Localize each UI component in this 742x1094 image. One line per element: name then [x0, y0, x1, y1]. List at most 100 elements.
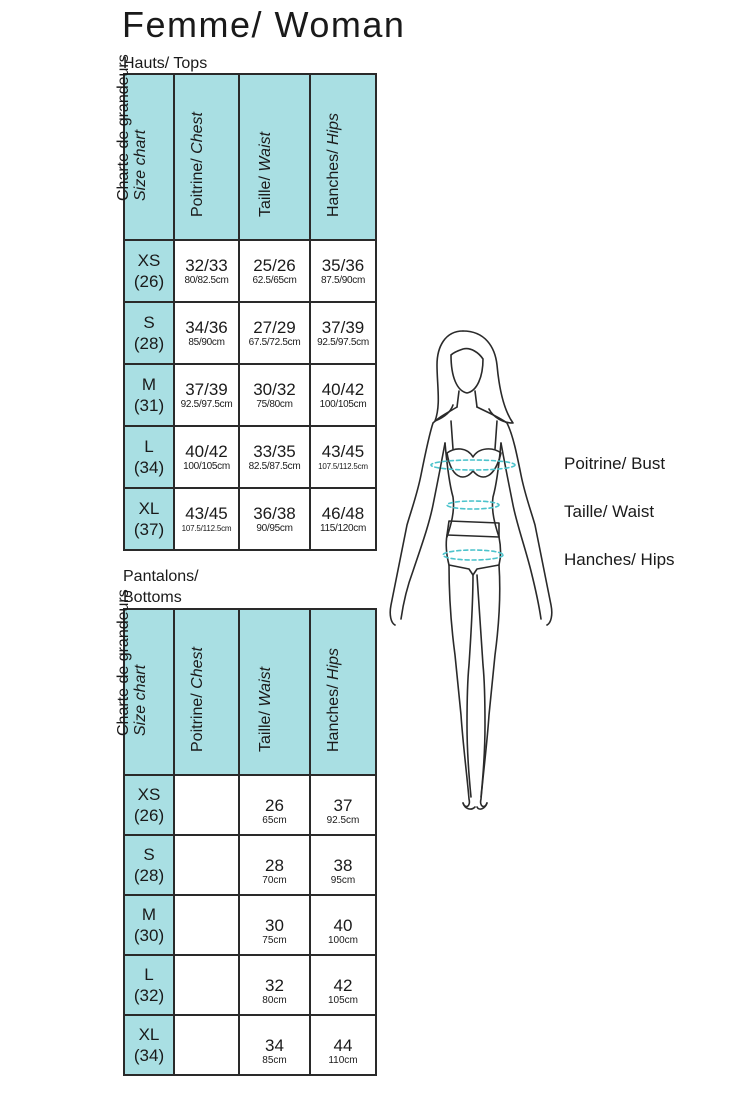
size-number: (28): [133, 866, 165, 885]
tops-header-hips-en: Hips: [325, 112, 342, 145]
chest-empty-cell: [173, 774, 240, 836]
hips-callout: Hanches/ Hips: [564, 550, 675, 569]
size-label: XS: [137, 785, 161, 804]
right-leg-outer: [479, 564, 501, 808]
chest-inches: 32/33: [185, 255, 228, 275]
waist-cm: 65cm: [262, 814, 287, 826]
size-label: M: [141, 375, 157, 394]
chest-inches: 37/39: [185, 379, 228, 399]
waist-measure-line: [446, 500, 500, 510]
hips-inches: 40: [333, 915, 353, 935]
waist-inches: 32: [265, 975, 284, 995]
bottoms-header-chest-fr: Poitrine/: [188, 688, 206, 752]
hips-inches: 38: [333, 855, 353, 875]
tops-header-waist: Taille/ Waist: [238, 73, 311, 241]
tops-header-chest-en: Chest: [188, 112, 206, 154]
hair-left-outline: [434, 330, 464, 422]
waist-inches: 30/32: [253, 379, 296, 399]
size-number: (26): [133, 806, 165, 825]
waist-cm: 67.5/72.5cm: [248, 336, 301, 348]
hips-cm: 92.5/97.5cm: [317, 336, 369, 348]
waist-inches: 27/29: [253, 317, 296, 337]
chest-empty-cell: [173, 894, 240, 956]
size-label: M: [141, 905, 157, 924]
right-leg-inner: [476, 574, 486, 798]
bottoms-section-label: Pantalons/ Bottoms: [123, 566, 199, 608]
chest-empty-cell: [173, 954, 240, 1016]
waist-inches: 34: [265, 1035, 284, 1055]
bottoms-header-size-fr: Charte de grandeurs: [115, 589, 132, 736]
hips-inches: 40/42: [321, 379, 365, 399]
hips-cm: 107.5/112.5cm: [318, 461, 368, 471]
chest-cm: 80/82.5cm: [184, 274, 229, 286]
waist-inches: 33/35: [253, 441, 296, 461]
size-number: (32): [133, 986, 165, 1005]
waist-cm: 75cm: [262, 934, 287, 946]
size-number: (31): [133, 396, 165, 415]
left-arm-outer: [389, 406, 458, 626]
waist-cm: 62.5/65cm: [252, 274, 297, 286]
bottoms-header-hips: Hanches/ Hips: [309, 608, 377, 776]
bottoms-header-waist-fr: Taille/: [256, 706, 274, 752]
waist-inches: 28: [265, 855, 284, 875]
hips-inches: 44: [333, 1035, 353, 1055]
size-number: (26): [133, 272, 165, 291]
briefs: [445, 534, 502, 576]
waist-inches: 25/26: [253, 255, 296, 275]
hair-right-outline: [462, 330, 514, 424]
chest-empty-cell: [173, 1014, 240, 1076]
waist-inches: 26: [265, 795, 284, 815]
tops-header-size-en: Size chart: [132, 129, 149, 201]
hips-measure-line: [442, 549, 504, 561]
size-label: S: [143, 845, 155, 864]
tops-section-label: Hauts/ Tops: [123, 55, 208, 72]
size-number: (34): [133, 458, 165, 477]
waist-cm: 90/95cm: [256, 522, 293, 534]
neck-outline: [456, 390, 478, 408]
hips-cm: 115/120cm: [319, 522, 367, 534]
hips-cm: 100cm: [327, 934, 358, 946]
waist-cm: 70cm: [262, 874, 287, 886]
bottoms-header-chest: Poitrine/ Chest: [173, 608, 240, 776]
hips-cm: 100/105cm: [319, 398, 367, 410]
chest-cm: 85/90cm: [188, 336, 225, 348]
bra-cups: [446, 448, 502, 478]
size-label: XS: [137, 251, 161, 270]
tops-header-size-fr: Charte de grandeurs: [115, 54, 132, 201]
bra-straps: [450, 420, 498, 450]
chest-inches: 43/45: [185, 503, 228, 523]
tops-size-table: Charte de grandeurs Size chart Poitrine/…: [115, 54, 377, 551]
chest-inches: 34/36: [185, 317, 228, 337]
bottoms-header-waist: Taille/ Waist: [238, 608, 311, 776]
left-leg-outer: [448, 564, 471, 808]
bottoms-section-label-line1: Pantalons/: [123, 568, 199, 585]
left-arm-inner: [400, 442, 446, 620]
bust-callout: Poitrine/ Bust: [564, 454, 666, 473]
waist-cm: 82.5/87.5cm: [248, 460, 301, 472]
waist-cm: 80cm: [262, 994, 287, 1006]
tops-header-chest-fr: Poitrine/: [188, 153, 206, 217]
size-label: XL: [138, 499, 160, 518]
feet: [462, 802, 488, 810]
bottoms-header-hips-fr: Hanches/: [325, 679, 342, 752]
hips-inches: 43/45: [321, 441, 365, 461]
bottoms-header-size: Charte de grandeurs Size chart: [115, 589, 175, 776]
page-title: Femme/ Woman: [122, 4, 406, 45]
chest-cm: 100/105cm: [183, 460, 230, 472]
left-leg-inner: [466, 574, 474, 798]
hips-cm: 87.5/90cm: [321, 274, 365, 286]
tops-header-hips: Hanches/ Hips: [309, 73, 377, 241]
waist-inches: 36/38: [253, 503, 296, 523]
size-number: (30): [133, 926, 165, 945]
bottoms-header-row: Charte de grandeurs Size chart Poitrine/…: [115, 589, 377, 776]
tops-header-hips-fr: Hanches/: [325, 144, 342, 217]
